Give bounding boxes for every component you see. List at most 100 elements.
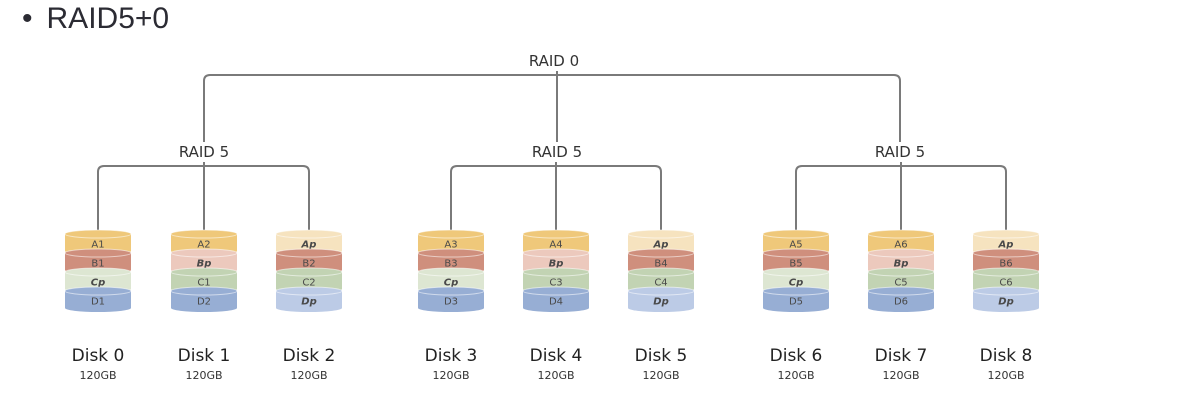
block-bottom bbox=[65, 304, 131, 312]
block-body bbox=[276, 234, 342, 251]
block-top bbox=[170, 229, 238, 239]
block-bottom bbox=[763, 304, 829, 312]
disk-name: Disk 5 bbox=[635, 346, 688, 366]
block-body bbox=[868, 272, 934, 289]
block-body bbox=[276, 272, 342, 289]
block-top bbox=[627, 267, 695, 277]
block-top bbox=[275, 286, 343, 296]
block-body bbox=[973, 291, 1039, 308]
block-bottom bbox=[276, 304, 342, 312]
block-top bbox=[867, 229, 935, 239]
disk-name: Disk 8 bbox=[980, 346, 1033, 366]
block-top bbox=[762, 267, 830, 277]
bullet-heading: •RAID5+0 bbox=[22, 2, 169, 36]
disk-name: Disk 3 bbox=[425, 346, 478, 366]
disk-name: Disk 6 bbox=[770, 346, 823, 366]
block-top bbox=[867, 286, 935, 296]
disk-6-block-d5: D5 bbox=[762, 286, 830, 312]
block-body bbox=[973, 234, 1039, 251]
block-label: Dp bbox=[998, 297, 1013, 308]
block-body bbox=[763, 291, 829, 308]
block-label: D1 bbox=[91, 297, 105, 308]
block-bottom bbox=[628, 304, 694, 312]
block-top bbox=[417, 229, 485, 239]
disk-3-block-d3: D3 bbox=[417, 286, 485, 312]
raid0-label: RAID 0 bbox=[529, 52, 579, 70]
disk-size: 120GB bbox=[185, 369, 222, 382]
block-label: B2 bbox=[302, 259, 315, 270]
block-body bbox=[65, 272, 131, 289]
block-top bbox=[64, 248, 132, 258]
block-top bbox=[64, 229, 132, 239]
block-label: D6 bbox=[894, 297, 908, 308]
block-body bbox=[276, 291, 342, 308]
block-label: Cp bbox=[789, 278, 804, 289]
block-label: B4 bbox=[654, 259, 667, 270]
disk-size: 120GB bbox=[882, 369, 919, 382]
block-bottom bbox=[171, 304, 237, 312]
block-bottom bbox=[523, 304, 589, 312]
block-top bbox=[275, 248, 343, 258]
block-top bbox=[170, 267, 238, 277]
block-top bbox=[64, 267, 132, 277]
block-body bbox=[171, 272, 237, 289]
block-label: C3 bbox=[549, 278, 562, 289]
block-body bbox=[868, 291, 934, 308]
block-label: C1 bbox=[197, 278, 210, 289]
disk-4-block-d4: D4 bbox=[522, 286, 590, 312]
block-label: C4 bbox=[654, 278, 667, 289]
disk-name: Disk 0 bbox=[72, 346, 125, 366]
block-label: D5 bbox=[789, 297, 803, 308]
block-body bbox=[628, 291, 694, 308]
block-body bbox=[523, 272, 589, 289]
block-label: Ap bbox=[653, 240, 669, 251]
block-top bbox=[417, 286, 485, 296]
disk-name: Disk 4 bbox=[530, 346, 583, 366]
block-top bbox=[64, 286, 132, 296]
block-body bbox=[171, 253, 237, 270]
block-label: B1 bbox=[91, 259, 104, 270]
disk-size: 120GB bbox=[987, 369, 1024, 382]
block-body bbox=[763, 234, 829, 251]
bullet-icon: • bbox=[22, 2, 33, 35]
block-label: A2 bbox=[197, 240, 210, 251]
disk-2-block-b2: B2 bbox=[275, 248, 343, 274]
block-body bbox=[973, 253, 1039, 270]
block-label: B3 bbox=[444, 259, 457, 270]
block-label: Dp bbox=[301, 297, 316, 308]
block-body bbox=[65, 234, 131, 251]
block-body bbox=[418, 291, 484, 308]
raid5-label-group-2: RAID 5 bbox=[532, 143, 582, 161]
block-body bbox=[763, 253, 829, 270]
block-top bbox=[522, 267, 590, 277]
block-body bbox=[171, 234, 237, 251]
block-label: Bp bbox=[197, 259, 212, 270]
block-body bbox=[628, 272, 694, 289]
disk-2-block-dp: Dp bbox=[275, 286, 343, 312]
block-top bbox=[170, 248, 238, 258]
disk-size: 120GB bbox=[642, 369, 679, 382]
block-label: C5 bbox=[894, 278, 907, 289]
block-label: A4 bbox=[549, 240, 562, 251]
block-body bbox=[523, 253, 589, 270]
block-label: A3 bbox=[444, 240, 457, 251]
block-top bbox=[867, 248, 935, 258]
block-label: D3 bbox=[444, 297, 458, 308]
block-body bbox=[523, 234, 589, 251]
disk-8-block-c6: C6 bbox=[972, 267, 1040, 293]
block-body bbox=[973, 272, 1039, 289]
disk-name: Disk 1 bbox=[178, 346, 231, 366]
block-body bbox=[868, 234, 934, 251]
block-body bbox=[65, 253, 131, 270]
disk-0-block-d1: D1 bbox=[64, 286, 132, 312]
raid5-label-group-3: RAID 5 bbox=[875, 143, 925, 161]
block-top bbox=[522, 286, 590, 296]
block-label: A6 bbox=[894, 240, 907, 251]
